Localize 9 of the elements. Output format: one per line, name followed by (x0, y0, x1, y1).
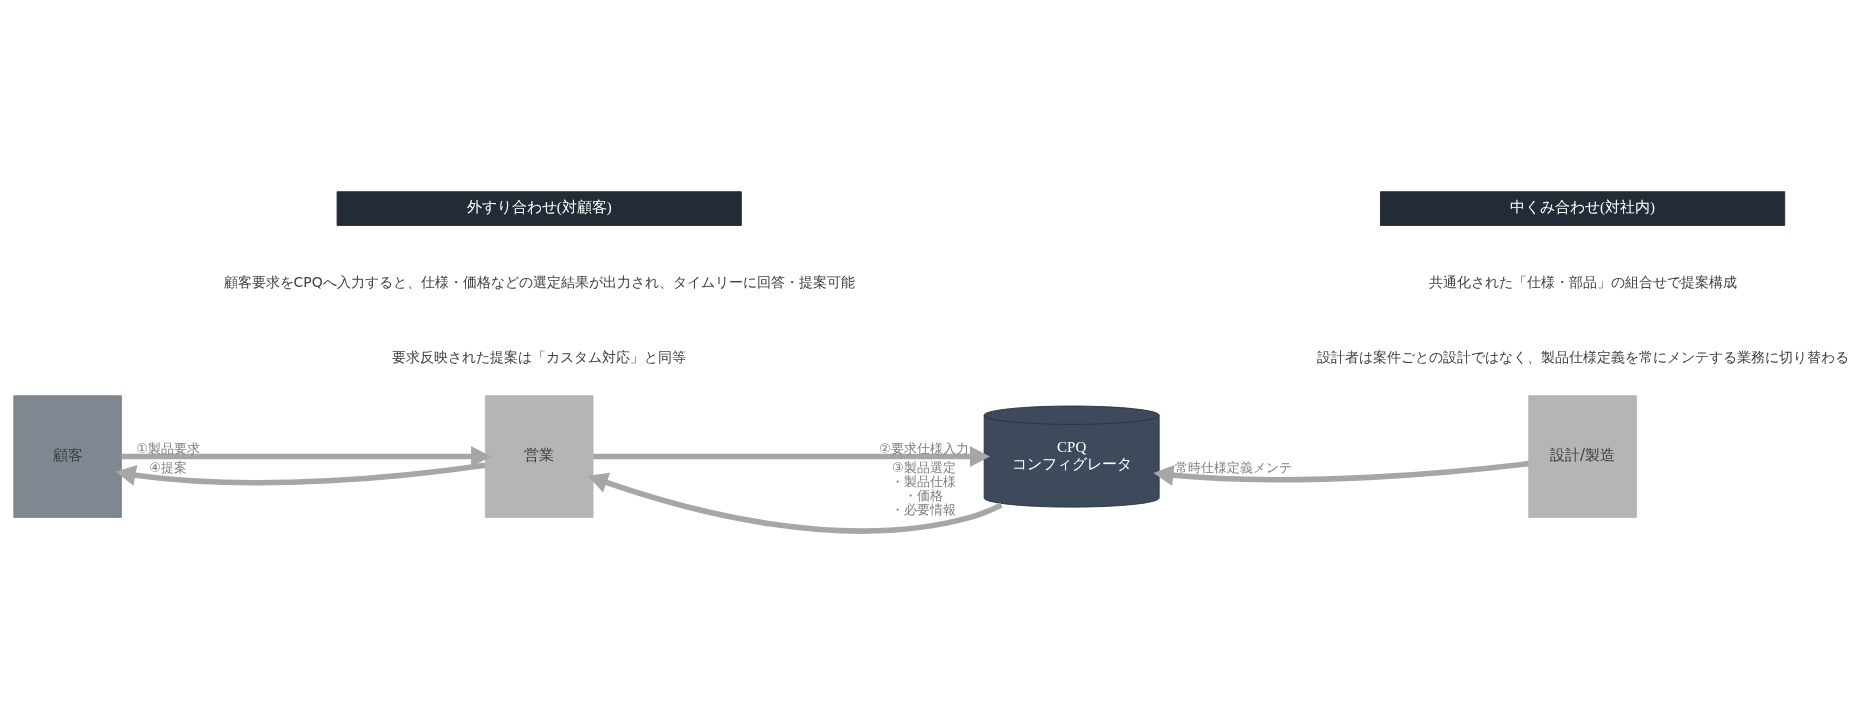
edge-label: ①製品要求 (136, 441, 201, 457)
label: 顧客要求をCPQへ入力すると、仕様・価格などの選定結果が出力され、タイムリーに回答・提案可能 (223, 273, 855, 290)
edge-label: 常時仕様定義メンテ (1175, 459, 1293, 475)
edge-label: ④提案 (149, 459, 188, 475)
label: 要求反映された提案は「カスタム対応」と同等 (392, 348, 687, 365)
edge-label: ③製品選定・製品仕様・価格・必要情報 (891, 459, 957, 517)
label: 設計者は案件ごとの設計ではなく、製品仕様定義を常にメンテする業務に切り替わる (1316, 348, 1849, 365)
edge-label: ②要求仕様入力 (878, 441, 969, 457)
label: 共通化された「仕様・部品」の組合せで提案構成 (1428, 273, 1737, 290)
